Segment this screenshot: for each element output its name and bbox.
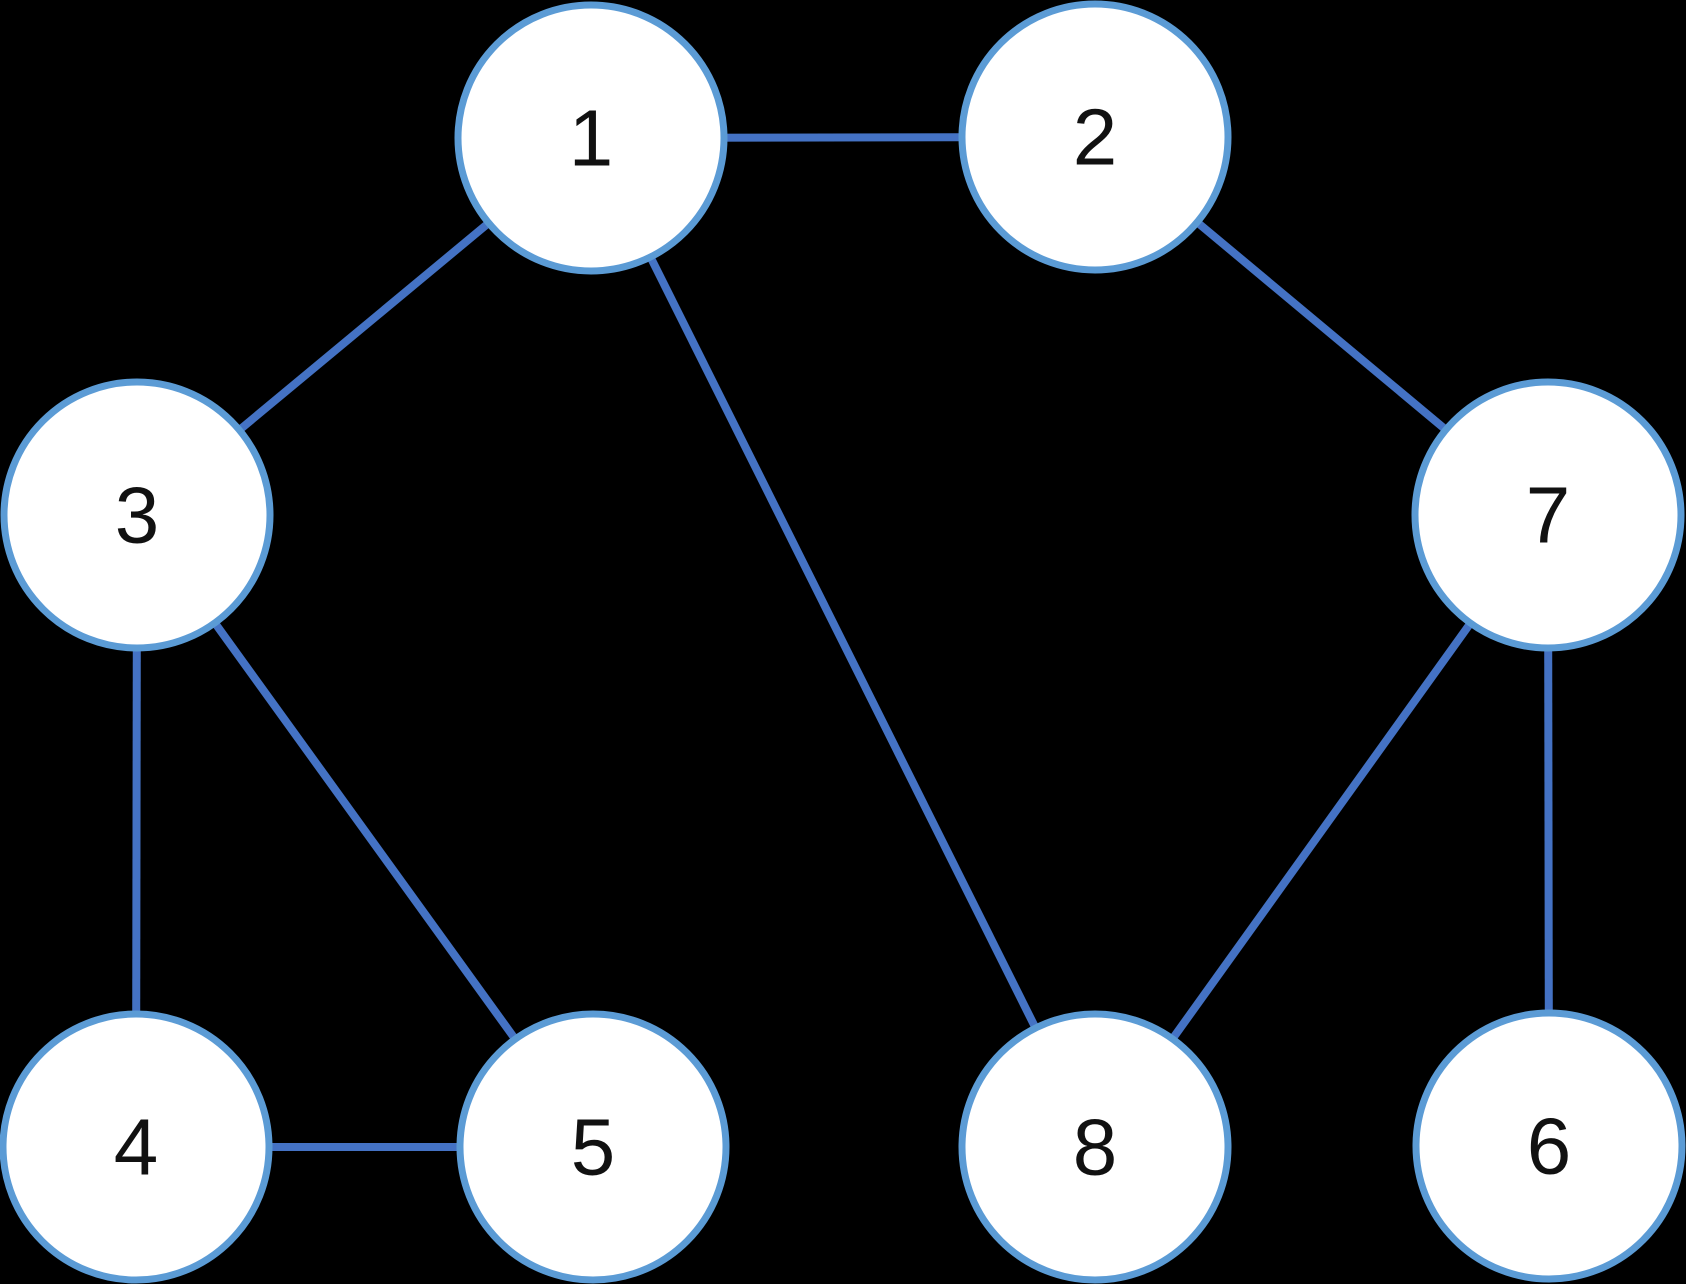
graph-node-8: 8 — [958, 1010, 1232, 1284]
edge-layer — [132, 133, 1553, 1151]
graph-node-4: 4 — [0, 1010, 273, 1284]
graph-node-5: 5 — [456, 1010, 730, 1284]
node-circle-7 — [1411, 378, 1685, 652]
node-label-6: 6 — [1527, 1102, 1572, 1191]
graph-node-3: 3 — [0, 378, 274, 652]
node-label-2: 2 — [1073, 93, 1118, 182]
node-label-1: 1 — [569, 94, 614, 183]
node-label-8: 8 — [1073, 1103, 1118, 1192]
node-label-7: 7 — [1526, 471, 1571, 560]
graph-node-6: 6 — [1412, 1009, 1686, 1283]
node-circle-5 — [456, 1010, 730, 1284]
node-circle-2 — [958, 0, 1232, 274]
node-label-5: 5 — [571, 1103, 616, 1192]
node-label-4: 4 — [114, 1103, 159, 1192]
node-circle-1 — [454, 1, 728, 275]
graph-node-2: 2 — [958, 0, 1232, 274]
graph-node-1: 1 — [454, 1, 728, 275]
node-label-3: 3 — [115, 471, 160, 560]
node-circle-3 — [0, 378, 274, 652]
edge-1-8 — [587, 136, 1099, 1149]
node-circle-8 — [958, 1010, 1232, 1284]
node-circle-6 — [1412, 1009, 1686, 1283]
node-circle-4 — [0, 1010, 273, 1284]
graph-node-7: 7 — [1411, 378, 1685, 652]
